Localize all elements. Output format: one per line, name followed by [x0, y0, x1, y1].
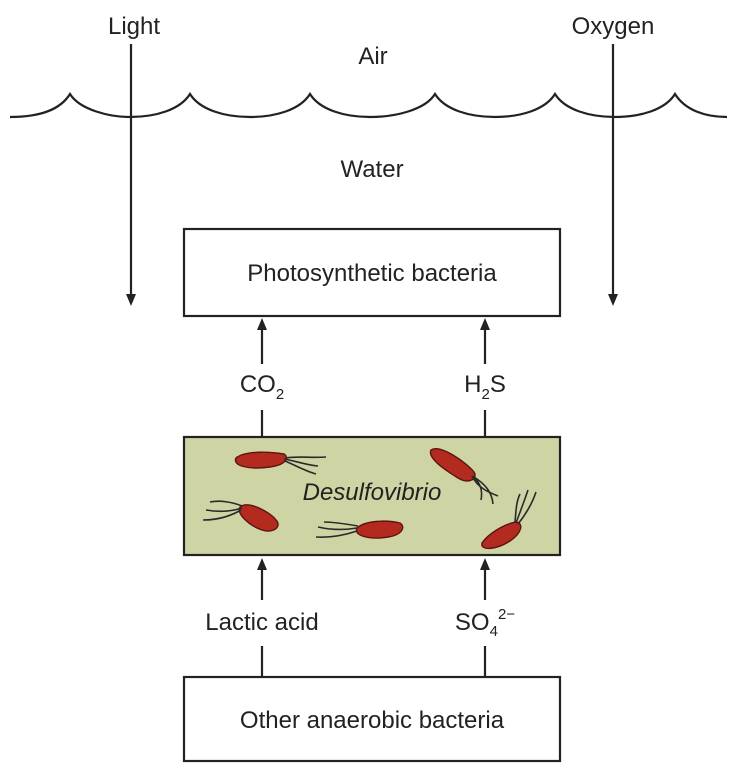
bacterium-4 — [315, 520, 404, 539]
bacterium-1 — [234, 451, 327, 475]
other-anaerobic-bacteria-box — [182, 675, 562, 763]
air-label: Air — [358, 43, 387, 70]
desulfovibrio-label: Desulfovibrio — [303, 479, 442, 506]
so4-label: SO42− — [455, 606, 515, 640]
h2s-label: H2S — [464, 371, 506, 403]
photosynthetic-bacteria-box — [182, 227, 562, 318]
bacterium-5 — [481, 489, 537, 550]
water-label: Water — [340, 156, 403, 183]
oxygen-label: Oxygen — [572, 13, 655, 40]
photosynthetic-bacteria-label: Photosynthetic bacteria — [247, 260, 497, 287]
other-anaerobic-bacteria-label: Other anaerobic bacteria — [240, 707, 505, 734]
bacterium-3 — [202, 500, 279, 532]
co2-label: CO2 — [240, 371, 284, 403]
water-surface-wave — [9, 91, 728, 119]
lactic-acid-label: Lactic acid — [205, 609, 318, 636]
light-label: Light — [108, 13, 160, 40]
bacterium-2 — [429, 448, 499, 505]
